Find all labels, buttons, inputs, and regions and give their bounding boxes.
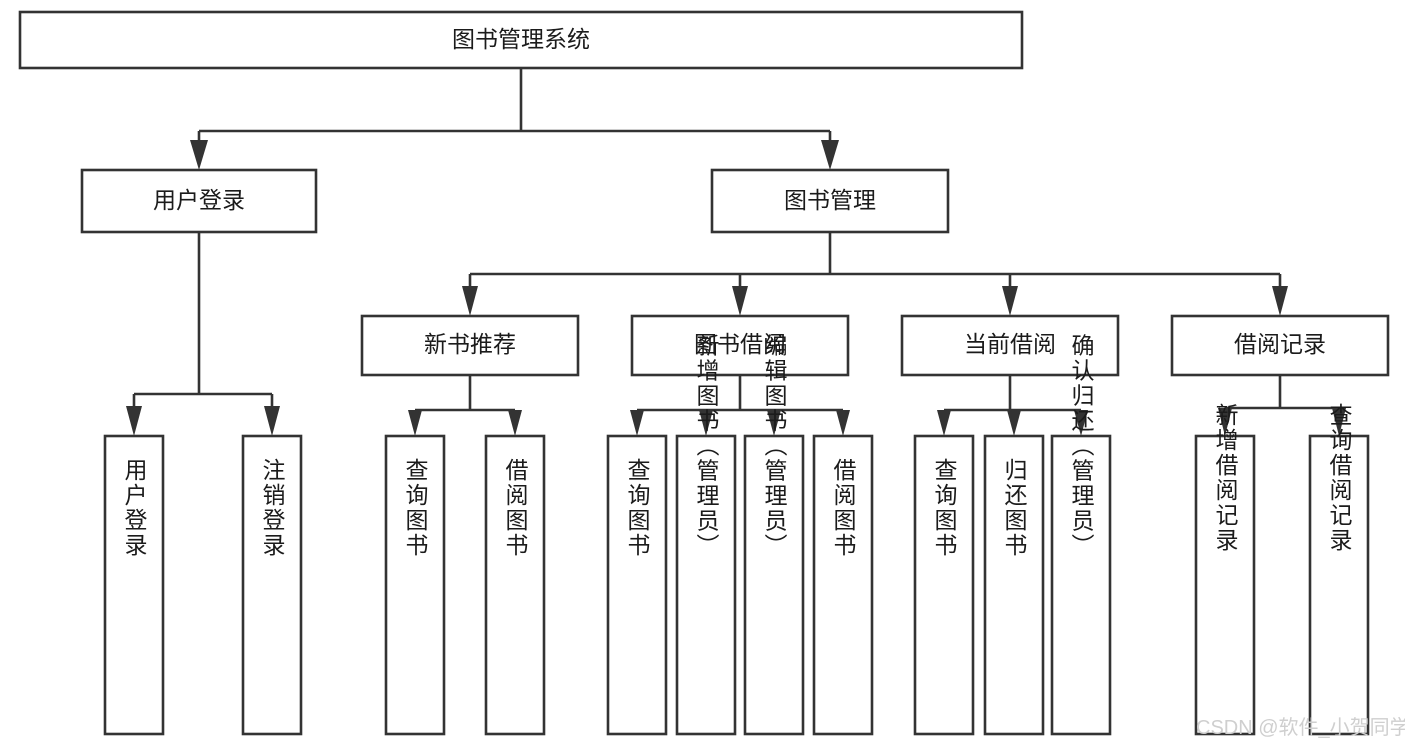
arrow-head-leaf-borrow-book-recommend	[508, 410, 522, 436]
node-book-borrow[interactable]: 图书借阅	[630, 314, 850, 377]
leaf-return-book-label: 归还图书	[1001, 458, 1028, 558]
borrow-record-label: 借阅记录	[1234, 331, 1326, 357]
arrow-head-leaf-user-login	[126, 406, 142, 436]
leaf-borrow-book-box[interactable]	[812, 434, 874, 736]
leaf-query-book-borrow-box[interactable]	[606, 434, 668, 736]
user-login-label: 用户登录	[153, 187, 245, 213]
node-leaf-add-book-admin[interactable]: 新增图书（管理员）	[675, 334, 737, 736]
leaf-add-book-admin-box[interactable]	[675, 434, 737, 736]
leaf-logout-box[interactable]	[241, 434, 303, 736]
leaf-add-book-admin-label: 新增图书（管理员）	[693, 334, 720, 559]
leaf-query-book-recommend-label: 查询图书	[402, 458, 429, 558]
arrow-head-leaf-logout	[264, 406, 280, 436]
arrow-head-user-login	[190, 140, 208, 170]
node-leaf-confirm-return-admin[interactable]: 确认归还（管理员）	[1050, 334, 1112, 736]
book-management-box[interactable]	[710, 168, 950, 234]
arrow-head-leaf-query-borrow-record	[1332, 408, 1346, 436]
node-leaf-borrow-book-recommend[interactable]: 借阅图书	[484, 434, 546, 736]
leaf-query-book-recommend-box[interactable]	[384, 434, 446, 736]
leaf-logout-label: 注销登录	[259, 458, 286, 558]
leaf-borrow-book-label: 借阅图书	[830, 458, 857, 558]
arrow-head-leaf-confirm-return-admin	[1074, 410, 1088, 436]
leaf-query-borrow-record-box[interactable]	[1308, 434, 1370, 736]
leaf-query-book-current-box[interactable]	[913, 434, 975, 736]
leaf-add-borrow-record-label: 新增借阅记录	[1212, 403, 1239, 553]
arrow-head-leaf-add-book-admin	[699, 410, 713, 436]
book-management-label: 图书管理	[784, 187, 876, 213]
node-leaf-query-book-recommend[interactable]: 查询图书	[384, 434, 446, 736]
node-leaf-return-book[interactable]: 归还图书	[983, 434, 1045, 736]
node-leaf-user-login[interactable]: 用户登录	[103, 434, 165, 736]
arrow-head-current-borrow	[1002, 286, 1018, 316]
leaf-add-borrow-record-box[interactable]	[1194, 434, 1256, 736]
arrow-head-leaf-return-book	[1007, 410, 1021, 436]
book-borrow-box[interactable]	[630, 314, 850, 377]
leaf-query-borrow-record-label: 查询借阅记录	[1326, 403, 1353, 553]
leaf-user-login-box[interactable]	[103, 434, 165, 736]
arrow-head-book-management	[821, 140, 839, 170]
arrow-head-leaf-borrow-book	[836, 410, 850, 436]
root-label: 图书管理系统	[452, 26, 590, 52]
connector-layer	[126, 68, 1346, 436]
node-leaf-edit-book-admin[interactable]: 编辑图书（管理员）	[743, 334, 805, 736]
arrow-head-new-book-recommend	[462, 286, 478, 316]
arrow-head-leaf-query-book-current	[937, 410, 951, 436]
csdn-watermark: CSDN @软件_小贺同学	[1196, 716, 1405, 739]
book-borrow-label: 图书借阅	[694, 331, 786, 357]
root-box[interactable]	[18, 10, 1024, 70]
node-leaf-add-borrow-record[interactable]: 新增借阅记录	[1194, 403, 1256, 736]
node-user-login[interactable]: 用户登录	[80, 168, 318, 234]
current-borrow-label: 当前借阅	[964, 331, 1056, 357]
leaf-confirm-return-admin-box[interactable]	[1050, 434, 1112, 736]
node-leaf-logout[interactable]: 注销登录	[241, 434, 303, 736]
leaf-query-book-borrow-label: 查询图书	[624, 458, 651, 558]
leaf-confirm-return-admin-label: 确认归还（管理员）	[1068, 334, 1095, 559]
node-current-borrow[interactable]: 当前借阅	[900, 314, 1120, 377]
new-book-recommend-label: 新书推荐	[424, 331, 516, 357]
arrow-head-leaf-edit-book-admin	[767, 410, 781, 436]
leaf-edit-book-admin-label: 编辑图书（管理员）	[761, 334, 788, 559]
current-borrow-box[interactable]	[900, 314, 1120, 377]
leaf-query-book-current-label: 查询图书	[931, 458, 958, 558]
leaf-borrow-book-recommend-box[interactable]	[484, 434, 546, 736]
user-login-box[interactable]	[80, 168, 318, 234]
arrow-head-borrow-record	[1272, 286, 1288, 316]
node-new-book-recommend[interactable]: 新书推荐	[360, 314, 580, 377]
borrow-record-box[interactable]	[1170, 314, 1390, 377]
node-borrow-record[interactable]: 借阅记录	[1170, 314, 1390, 377]
node-leaf-borrow-book[interactable]: 借阅图书	[812, 434, 874, 736]
node-leaf-query-borrow-record[interactable]: 查询借阅记录	[1308, 403, 1370, 736]
leaf-edit-book-admin-box[interactable]	[743, 434, 805, 736]
arrow-head-book-borrow	[732, 286, 748, 316]
node-book-management[interactable]: 图书管理	[710, 168, 950, 234]
arrow-head-leaf-add-borrow-record	[1218, 408, 1232, 436]
leaf-user-login-label: 用户登录	[121, 458, 148, 558]
arrow-head-leaf-query-book-borrow	[630, 410, 644, 436]
node-root[interactable]: 图书管理系统	[18, 10, 1024, 70]
node-leaf-query-book-borrow[interactable]: 查询图书	[606, 434, 668, 736]
leaf-borrow-book-recommend-label: 借阅图书	[502, 458, 529, 558]
arrow-head-leaf-query-book-recommend	[408, 410, 422, 436]
node-leaf-query-book-current[interactable]: 查询图书	[913, 434, 975, 736]
new-book-recommend-box[interactable]	[360, 314, 580, 377]
leaf-return-book-box[interactable]	[983, 434, 1045, 736]
